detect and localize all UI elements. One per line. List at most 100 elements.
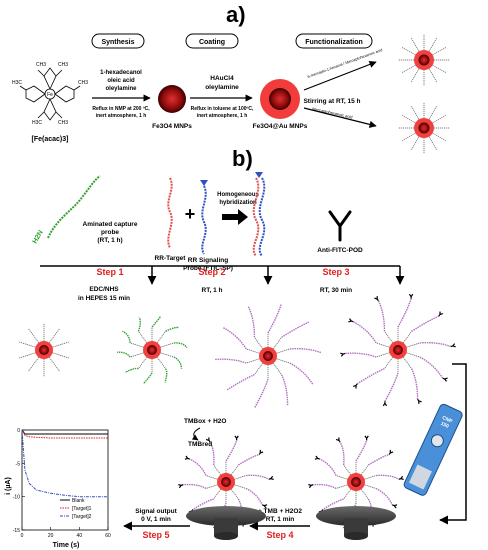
ligand-chain — [157, 331, 166, 343]
tmbred-label: TMBred — [188, 441, 212, 448]
ligand-chain — [432, 114, 447, 124]
antibody-icon — [442, 377, 448, 382]
antibody-icon — [348, 318, 354, 323]
dna-strand — [189, 458, 207, 476]
ligand-chain — [205, 484, 218, 489]
antibody-icon — [408, 293, 414, 299]
hybridization-arrow — [222, 209, 248, 225]
step-2-label: Step 2 — [198, 267, 225, 277]
fe-acac-structure: Fe CH3 CH3 H3C CH3 H3C CH3 — [12, 62, 88, 126]
hybridization-label-2: hybridization — [219, 200, 257, 206]
antibody-icon — [178, 483, 184, 489]
functionalization-arrow-top — [303, 60, 377, 91]
ligand-chain — [410, 68, 420, 83]
svg-text:Fe: Fe — [47, 92, 53, 98]
dna-strand — [192, 498, 214, 511]
dna-strand — [209, 441, 215, 466]
antibody-icon — [382, 401, 388, 407]
fitc-label-tag — [200, 180, 208, 186]
panel-b-letter: b) — [232, 146, 253, 171]
dna-strand — [183, 483, 207, 490]
ligand-chain — [384, 357, 393, 369]
x-tick-label: 60 — [105, 533, 111, 539]
ligand-chain — [403, 331, 412, 343]
capture-probe-label-1: Aminated capture — [83, 221, 138, 228]
antibody-icon — [364, 435, 369, 441]
ligand-chain — [49, 327, 61, 343]
np-stage-carboxylated — [18, 323, 70, 377]
ligand-chain — [361, 489, 369, 500]
arrow1-reagent-1: 1-hexadecanol — [100, 70, 142, 76]
antibody-icon — [262, 504, 268, 509]
antibody-icon — [335, 437, 341, 443]
ligand-chain — [27, 357, 39, 373]
svg-text:Synthesis: Synthesis — [101, 39, 134, 46]
antibody-icon — [388, 449, 394, 455]
np-stage-hybridized — [215, 304, 322, 408]
step4-condition-2: RT, 1 min — [266, 516, 295, 523]
dna-strand — [289, 362, 314, 385]
step5-condition-1: Signal output — [135, 508, 177, 515]
dna-strand — [173, 342, 188, 349]
ligand-chain — [410, 37, 420, 52]
plot-frame — [21, 429, 109, 531]
dna-strand — [237, 453, 260, 466]
ligand-chain — [273, 337, 282, 349]
step4-condition-1: + TMB + H2O2 — [258, 508, 302, 515]
ligand-chain — [432, 132, 447, 142]
dna-strand — [419, 341, 452, 348]
y-axis-label: i (µA) — [5, 477, 12, 495]
step-4-label: Step 4 — [266, 530, 293, 540]
antibody-icon — [438, 311, 443, 317]
step-bar — [40, 265, 405, 285]
y-tick-label: -5 — [16, 461, 21, 467]
ligand-chain — [428, 105, 438, 120]
arrow1-reagent-2: oleic acid — [107, 78, 135, 84]
hybridization-label-1: Homogeneous — [217, 192, 259, 198]
rr-target-label: RR-Target — [155, 255, 187, 262]
svg-text:CNP: CNP — [441, 415, 454, 425]
h2n-label: H2N — [32, 229, 45, 245]
antibody-icon — [417, 398, 422, 404]
ligand-chain — [254, 363, 263, 375]
dna-strand — [122, 330, 131, 343]
ligand-chain — [406, 342, 420, 348]
functionalized-np-bottom — [398, 102, 450, 154]
header-synthesis: Synthesis — [91, 33, 145, 49]
fe3o4-label: Fe3O4 MNPs — [152, 123, 192, 130]
magnet-disk-right — [316, 506, 396, 540]
dna-strand — [137, 317, 141, 332]
ligand-chain — [130, 352, 144, 358]
antibody-icon — [398, 475, 404, 481]
ligand-chain — [49, 357, 61, 373]
ligand-chain — [231, 464, 239, 475]
magnetic-core — [418, 54, 430, 66]
ligand-chain — [410, 136, 420, 151]
fe3o4-nanoparticle — [158, 85, 186, 113]
antibody-label: Anti-FITC-POD — [317, 247, 363, 254]
np-stage-capture-probe — [117, 315, 188, 385]
ligand-chain — [273, 363, 282, 375]
antibody-icon — [205, 437, 211, 443]
x-tick-label: 40 — [77, 533, 83, 539]
func-condition: Stirring at RT, 15 h — [303, 98, 360, 105]
ligand-chain — [246, 348, 260, 354]
dna-strand — [322, 498, 344, 511]
ligand-chain — [157, 357, 166, 369]
antibody-icon — [340, 352, 346, 357]
svg-text:CH3: CH3 — [58, 120, 68, 126]
antibody-icon — [268, 475, 274, 481]
ligand-chain — [335, 475, 348, 480]
svg-text:CH3: CH3 — [36, 62, 46, 68]
dna-strand — [165, 326, 180, 333]
ligand-chain — [213, 489, 221, 500]
capture-probe-label-2: probe — [101, 229, 119, 236]
dna-strand — [367, 453, 390, 466]
antibody-icon — [308, 483, 314, 489]
dna-strand — [142, 372, 153, 385]
ligand-chain — [432, 64, 447, 74]
dna-strand — [356, 367, 385, 385]
dna-strand — [410, 368, 419, 400]
step-1-label: Step 1 — [96, 267, 123, 277]
precursor-label: [Fe(acac)3] — [32, 136, 69, 143]
